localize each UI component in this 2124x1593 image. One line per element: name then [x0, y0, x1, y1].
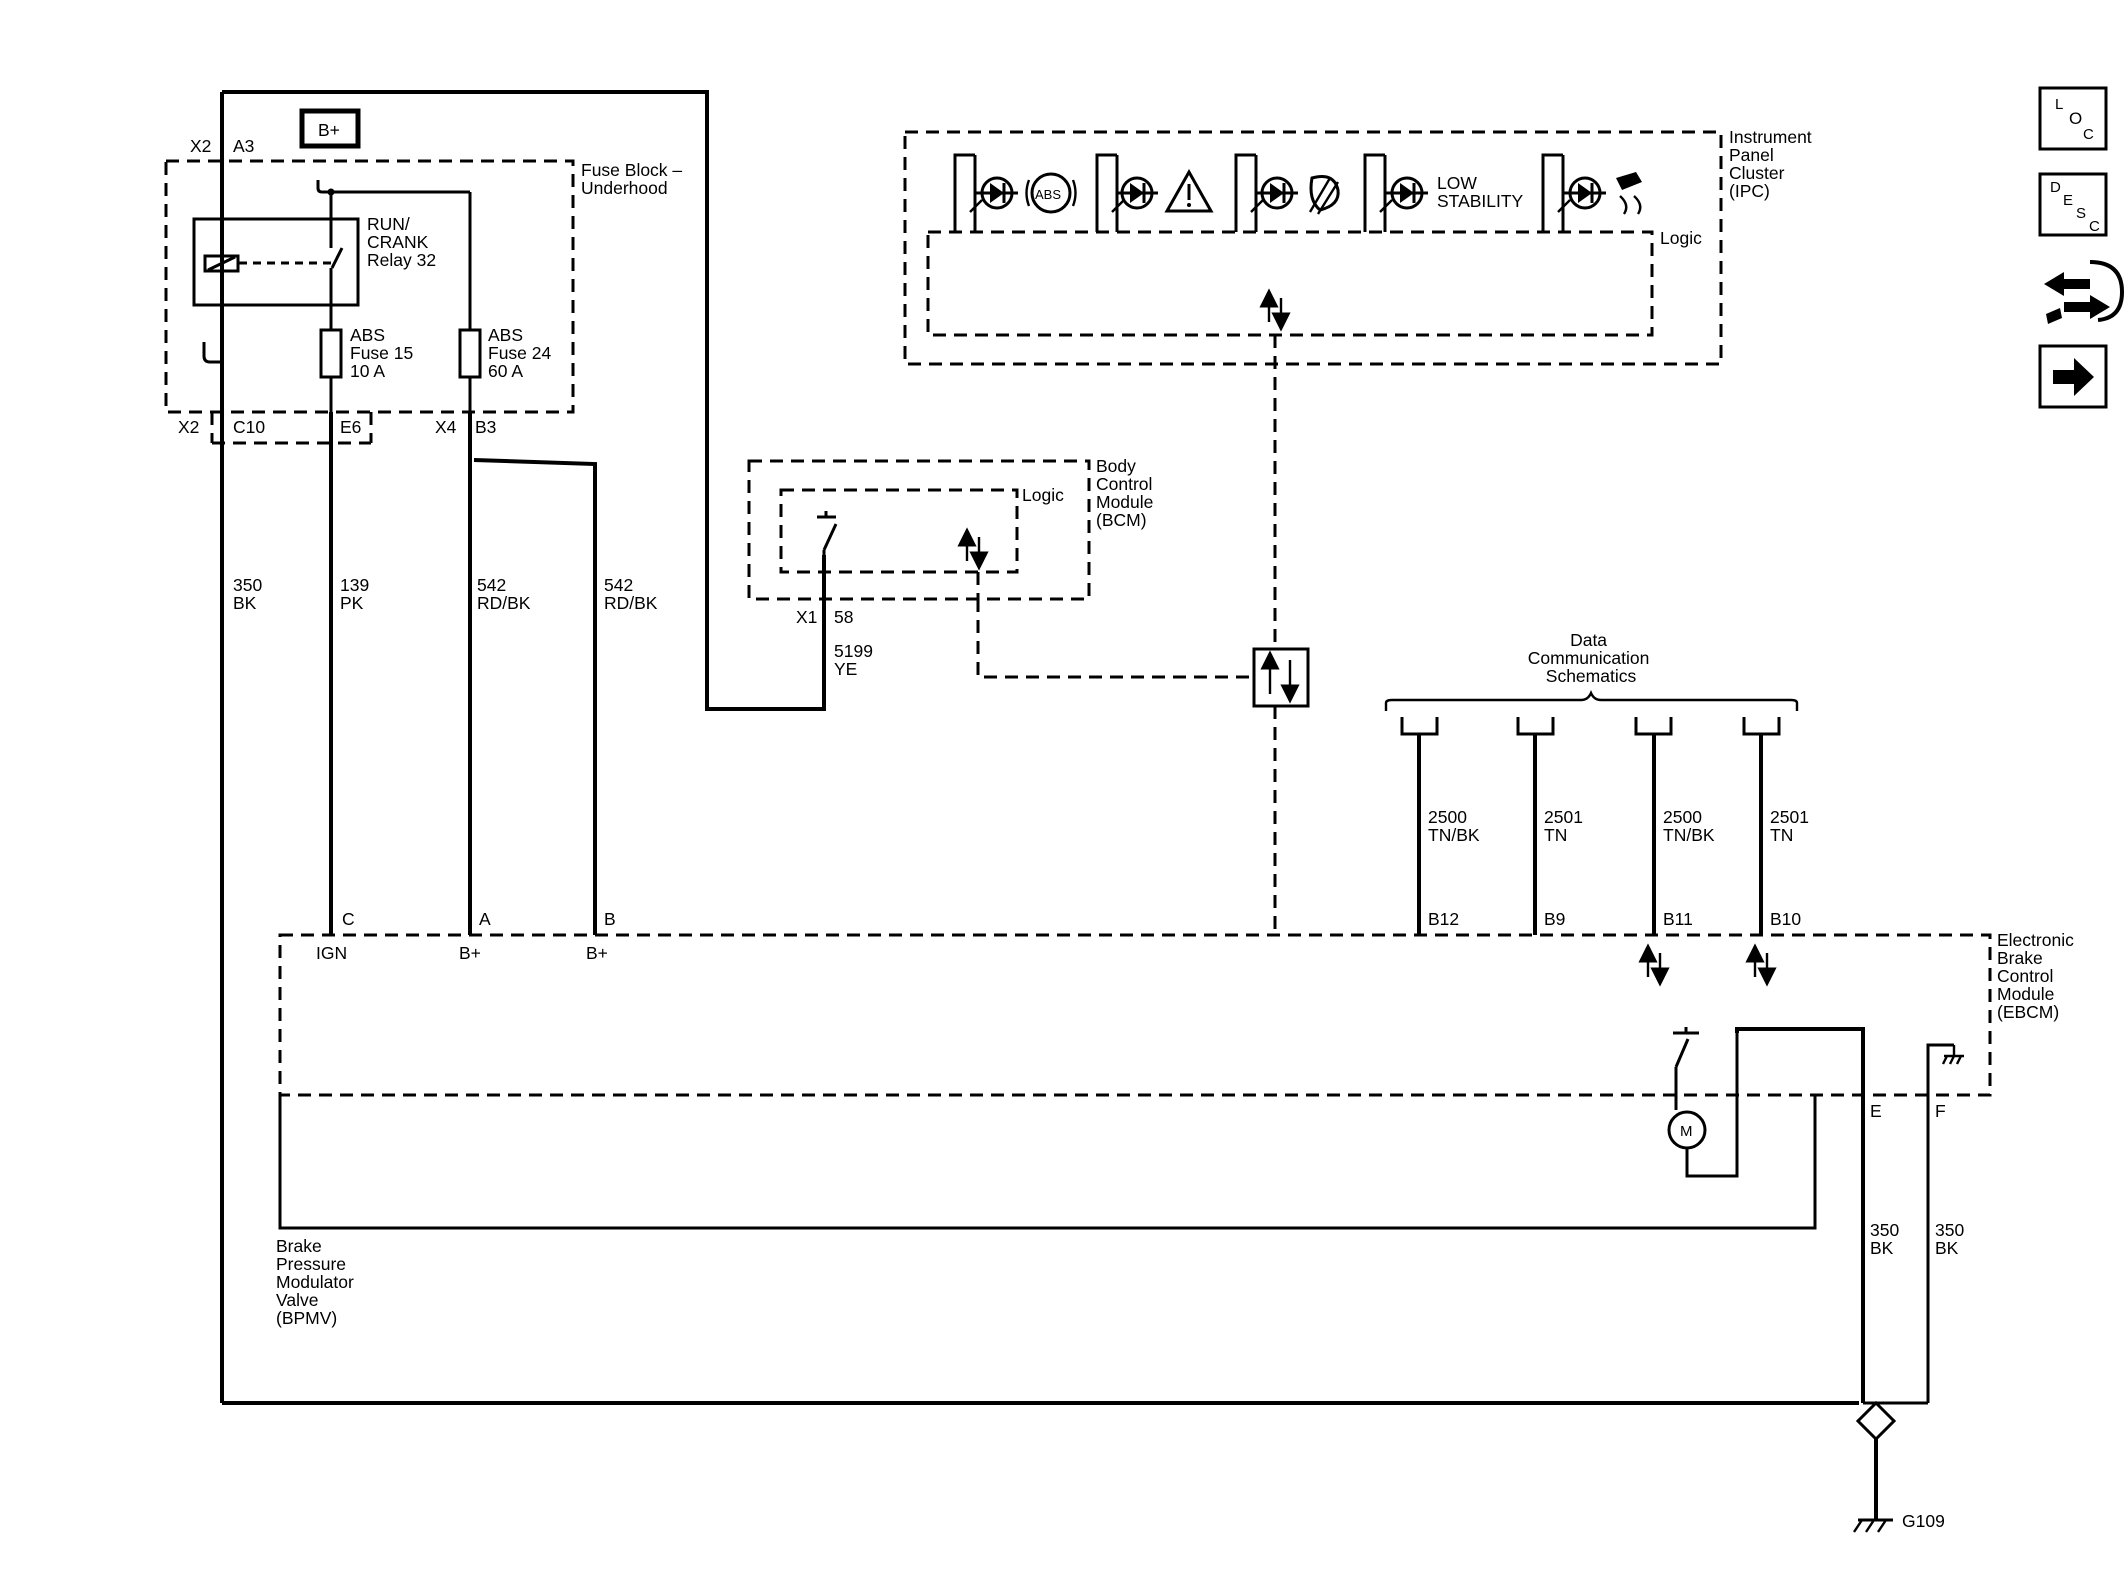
fuse-block-name: Fuse Block – Underhood	[581, 160, 687, 198]
ipc-bidirectional-arrow-icon	[1259, 288, 1291, 332]
bplus-label: B+	[318, 120, 340, 140]
fuse-block-top-pin: A3	[233, 136, 254, 156]
ebcm-ign-label: IGN	[316, 943, 347, 963]
ebcm-bidirectional-arrow-icon-2	[1745, 943, 1777, 987]
stability-control-lamp	[1541, 153, 1642, 232]
svg-text:E: E	[2063, 192, 2073, 209]
arrow-right-icon	[2053, 358, 2094, 396]
data-link-connector-4	[1742, 717, 1781, 736]
wire-350-bk-left: 350 BK	[233, 575, 267, 613]
pump-relay-switch-icon	[1674, 1038, 1690, 1068]
wire-139-pk: 139 PK	[340, 575, 374, 613]
fuse15-label: ABS Fuse 15 10 A	[350, 325, 418, 381]
description-button[interactable]: D E S C	[2038, 172, 2108, 237]
relay-label: RUN/ CRANK Relay 32	[367, 214, 436, 270]
fuse24-label: ABS Fuse 24 60 A	[488, 325, 556, 381]
low-stability-text: LOW STABILITY	[1437, 173, 1524, 211]
abs-symbol-text: ABS	[1035, 187, 1061, 202]
next-page-button[interactable]	[2038, 344, 2108, 409]
wire-542-rdbk-a: 542 RD/BK	[477, 575, 531, 613]
fuse-block-top-connector: X2	[190, 136, 211, 156]
serial-data-gateway	[1252, 647, 1310, 935]
location-button[interactable]: L O C	[2038, 86, 2108, 151]
data-link-connector-3	[1634, 717, 1673, 736]
fuse-block-underhood: B+ X2 A3 Fuse Block – Underhood RUN/ CRA…	[164, 108, 687, 445]
data-link-connector-2	[1516, 717, 1555, 736]
ground-g109-label: G109	[1902, 1511, 1945, 1531]
svg-text:S: S	[2076, 205, 2086, 222]
svg-text:C: C	[2089, 218, 2100, 235]
ebcm-name: Electronic Brake Control Module (EBCM)	[1997, 930, 2079, 1022]
electronic-brake-control-module: Electronic Brake Control Module (EBCM) C…	[278, 909, 2079, 1403]
wire-350-bk-f: 350 BK	[1935, 1220, 1969, 1258]
abs-indicator-lamp: ABS	[953, 153, 1077, 232]
ebcm-pin-a: A	[479, 909, 491, 929]
ebcm-pin-b9: B9	[1544, 909, 1565, 929]
traction-control-lamp	[1234, 153, 1340, 232]
bcm-name: Body Control Module (BCM)	[1096, 456, 1158, 530]
ebcm-bidirectional-arrow-icon-1	[1638, 943, 1670, 987]
abs-warning-icon	[1030, 172, 1072, 214]
abs-fuse-24	[458, 328, 482, 379]
chassis-ground-icon	[1941, 1045, 1964, 1065]
ipc-logic-label: Logic	[1660, 228, 1702, 248]
ipc-name: Instrument Panel Cluster (IPC)	[1729, 127, 1817, 201]
fuse-block-bottom-conn-x4: X4	[435, 417, 457, 437]
ebcm-pin-f: F	[1935, 1101, 1946, 1121]
fuse-block-bottom-conn-x2: X2	[178, 417, 199, 437]
ebcm-bplus-a: B+	[459, 943, 481, 963]
pin-c10: C10	[233, 417, 265, 437]
skidding-car-icon	[1616, 172, 1642, 190]
wire-2500-tnbk-b: 2500 TN/BK	[1663, 807, 1715, 845]
wire-2501-tn-b: 2501 TN	[1770, 807, 1814, 845]
wire-542-rdbk-b: 542 RD/BK	[604, 575, 658, 613]
bcm-pin-58: 58	[834, 607, 853, 627]
harness-connector-icon[interactable]	[2044, 260, 2124, 324]
bcm-logic-label: Logic	[1022, 485, 1064, 505]
svg-text:D: D	[2050, 179, 2061, 196]
data-link-connector-1	[1400, 717, 1439, 736]
ebcm-pin-b10: B10	[1770, 909, 1801, 929]
ebcm-pin-e: E	[1870, 1101, 1882, 1121]
svg-text:O: O	[2069, 109, 2082, 128]
low-stability-lamp: LOW STABILITY	[1363, 153, 1524, 232]
main-wires: 350 BK 139 PK 542 RD/BK 542 RD/BK 5199 Y…	[220, 90, 1859, 1405]
ground-g109: G109	[1853, 1400, 1945, 1533]
body-control-module: Logic Body Control Module (BCM) X1 58	[747, 456, 1254, 679]
warning-triangle-icon	[1164, 168, 1214, 213]
svg-text:L: L	[2055, 96, 2063, 113]
ebcm-bplus-b: B+	[586, 943, 608, 963]
brake-warning-lamp	[1095, 153, 1214, 232]
pin-e6: E6	[340, 417, 361, 437]
motor-label: M	[1680, 1123, 1693, 1140]
splice-diamond-icon	[1855, 1400, 1897, 1442]
wire-2500-tnbk-a: 2500 TN/BK	[1428, 807, 1480, 845]
brake-pressure-modulator-valve: Brake Pressure Modulator Valve (BPMV)	[276, 1095, 1817, 1328]
abs-fuse-15	[319, 328, 343, 379]
pin-b3: B3	[475, 417, 496, 437]
bcm-connector-x1: X1	[796, 607, 817, 627]
bcm-bidirectional-arrow-icon	[957, 527, 989, 571]
battery-positive-source	[299, 108, 361, 149]
instrument-panel-cluster: Instrument Panel Cluster (IPC) Logic ABS	[903, 127, 1817, 649]
data-communication-schematics: Data Communication Schematics 2500 TN/BK…	[1384, 630, 1814, 935]
relay-switch-icon	[330, 247, 344, 269]
svg-text:C: C	[2083, 126, 2094, 143]
bpmv-name: Brake Pressure Modulator Valve (BPMV)	[276, 1236, 359, 1328]
wire-350-bk-e: 350 BK	[1870, 1220, 1904, 1258]
ebcm-pin-b11: B11	[1663, 909, 1693, 929]
ebcm-pin-b12: B12	[1428, 909, 1459, 929]
bcm-switch-icon	[822, 523, 838, 551]
wire-2501-tn-a: 2501 TN	[1544, 807, 1588, 845]
ebcm-pin-b: B	[604, 909, 616, 929]
data-comm-label: Data Communication Schematics	[1528, 630, 1654, 686]
run-crank-relay	[192, 217, 360, 307]
ebcm-pin-c: C	[342, 909, 355, 929]
wire-5199-ye: 5199 YE	[834, 641, 878, 679]
